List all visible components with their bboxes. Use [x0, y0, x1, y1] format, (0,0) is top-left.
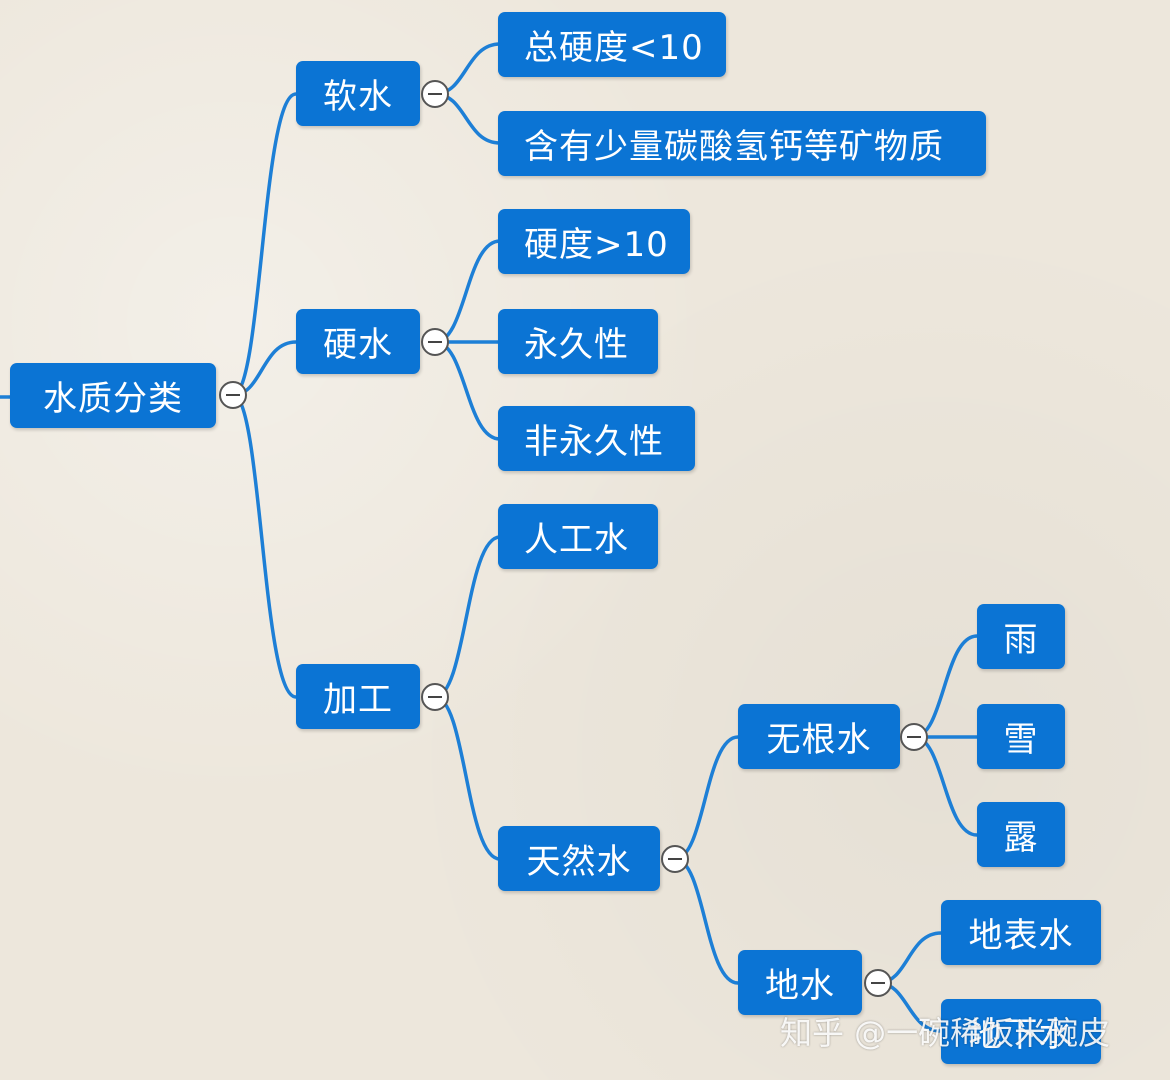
node-soft-hardness[interactable]: 总硬度<10: [498, 12, 726, 77]
connector-rootless-3: [912, 735, 979, 837]
node-ground-water[interactable]: 地水: [738, 950, 862, 1015]
connector-root-soft: [231, 92, 298, 397]
connector-processed-2: [433, 695, 502, 861]
connector-hard-1: [433, 239, 502, 344]
watermark-text: 知乎 @一碗稀饭米碗皮: [780, 1014, 1111, 1052]
node-hard-permanent[interactable]: 永久性: [498, 309, 658, 374]
node-rootless-water[interactable]: 无根水: [738, 704, 900, 769]
root-node[interactable]: 水质分类: [10, 363, 216, 428]
connector-natural-2: [673, 857, 740, 985]
node-hard-water[interactable]: 硬水: [296, 309, 420, 374]
connector-hard-3: [433, 340, 502, 441]
collapse-minus-icon[interactable]: [864, 969, 892, 997]
node-soft-water[interactable]: 软水: [296, 61, 420, 126]
collapse-minus-icon[interactable]: [421, 328, 449, 356]
node-soft-minerals[interactable]: 含有少量碳酸氢钙等矿物质: [498, 111, 986, 176]
connector-processed-1: [433, 535, 502, 699]
node-processed[interactable]: 加工: [296, 664, 420, 729]
node-rain[interactable]: 雨: [977, 604, 1065, 669]
collapse-minus-icon[interactable]: [421, 683, 449, 711]
collapse-minus-icon[interactable]: [900, 723, 928, 751]
collapse-minus-icon[interactable]: [219, 381, 247, 409]
node-surface-water[interactable]: 地表水: [941, 900, 1101, 965]
node-dew[interactable]: 露: [977, 802, 1065, 867]
connector-root-processed: [231, 393, 298, 699]
connector-natural-1: [673, 735, 740, 861]
node-underground-water[interactable]: 地下水: [941, 999, 1101, 1064]
connector-rootless-1: [912, 634, 979, 739]
node-hard-hardness[interactable]: 硬度>10: [498, 209, 690, 274]
node-snow[interactable]: 雪: [977, 704, 1065, 769]
node-hard-temporary[interactable]: 非永久性: [498, 406, 695, 471]
node-artificial-water[interactable]: 人工水: [498, 504, 658, 569]
node-natural-water[interactable]: 天然水: [498, 826, 660, 891]
collapse-minus-icon[interactable]: [421, 80, 449, 108]
collapse-minus-icon[interactable]: [661, 845, 689, 873]
